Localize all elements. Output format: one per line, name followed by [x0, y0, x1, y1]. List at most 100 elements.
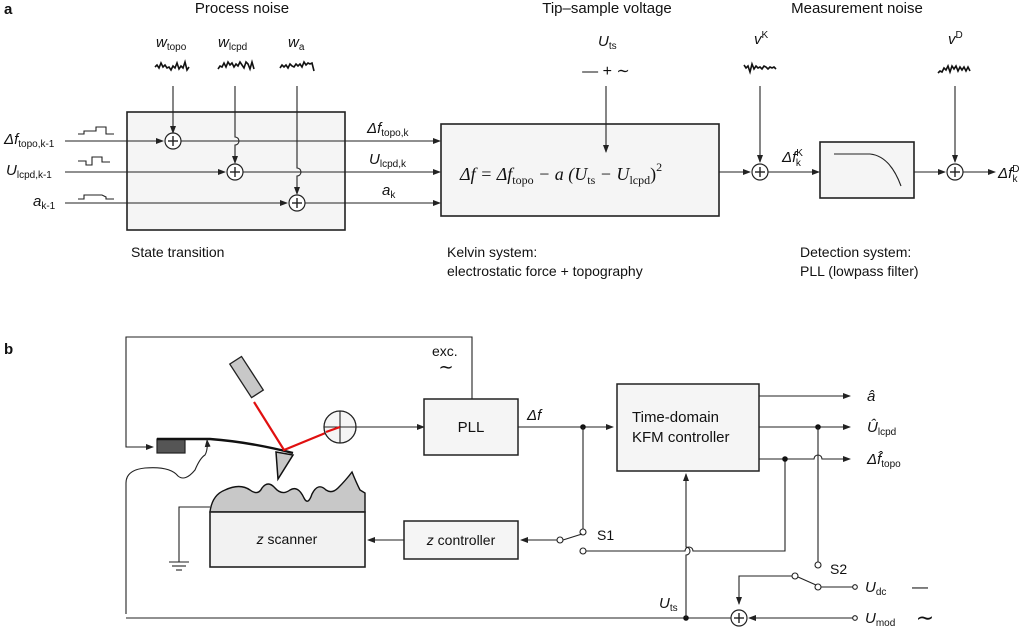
u-dc-terminal[interactable]	[852, 584, 858, 590]
kelvin-system-title: Kelvin system:	[447, 244, 537, 260]
kfm-controller-line2: KFM controller	[632, 429, 730, 446]
kfm-controller-box[interactable]	[616, 383, 760, 472]
detection-system-title: Detection system:	[800, 244, 911, 260]
svg-text:Udc: Udc	[865, 579, 886, 598]
panel-b-label: b	[4, 341, 13, 358]
switch-s2-blade[interactable]	[797, 576, 817, 586]
svg-text:ak: ak	[382, 182, 396, 201]
lowpass-response-icon	[834, 153, 902, 187]
u-mod-label: Umod	[865, 610, 895, 628]
switch-s2-terminal	[814, 561, 822, 569]
svg-text:wa: wa	[288, 34, 305, 53]
svg-text:Uts: Uts	[598, 33, 617, 52]
photodetector-icon	[323, 410, 357, 444]
voltage-label-u-ts: Uts	[598, 33, 617, 52]
noise-label-w-topo: wtopo	[156, 34, 187, 53]
svg-text:Ulcpd,k: Ulcpd,k	[369, 151, 407, 170]
svg-text:Ûlcpd: Ûlcpd	[867, 419, 896, 438]
piezo-actuator	[156, 438, 186, 454]
z-scanner-box	[209, 511, 366, 568]
noise-waveform-icon	[279, 60, 315, 72]
sum-junction	[730, 609, 748, 627]
svg-text:Umod: Umod	[865, 610, 895, 628]
tip-sample-voltage-heading: Tip–sample voltage	[542, 0, 672, 17]
delta-f-label: Δf	[526, 407, 543, 424]
switch-s2-label: S2	[830, 561, 847, 577]
step-waveform-icon	[78, 156, 110, 166]
sum-junction	[164, 132, 182, 150]
sum-junction	[288, 194, 306, 212]
laser-beam	[253, 401, 341, 452]
ac-wave-icon: ∼	[916, 605, 934, 628]
sum-junction	[751, 163, 769, 181]
ground-wire	[178, 506, 210, 562]
svg-text:Ulcpd,k-1: Ulcpd,k-1	[6, 162, 52, 181]
svg-text:wlcpd: wlcpd	[218, 34, 247, 53]
dc-icon: —	[912, 579, 928, 596]
excitation-wave-icon: ∼	[438, 357, 453, 377]
input-a-k-1: ak-1	[33, 193, 56, 212]
svg-text:Δftopo,k: Δftopo,k	[366, 120, 409, 139]
output-delta-f-topo-k: Δftopo,k	[366, 120, 409, 139]
excitation-label: exc.	[432, 343, 458, 359]
kelvin-system-description: electrostatic force + topography	[447, 263, 643, 279]
pll-box[interactable]	[423, 398, 519, 456]
noise-waveform-icon	[937, 63, 971, 75]
output-a-hat: â	[867, 388, 875, 405]
step-waveform-icon	[78, 126, 114, 135]
z-scanner-label: z scanner	[256, 531, 318, 547]
switch-s1-pivot	[556, 536, 564, 544]
switch-s1-terminal	[579, 528, 587, 536]
switch-s2-pivot	[791, 572, 799, 580]
switch-s1-blade[interactable]	[562, 533, 583, 541]
noise-label-v-k: vK	[754, 30, 769, 48]
switch-s1-label: S1	[597, 527, 614, 543]
output-delta-f-topo-hat: Δf̂topo	[866, 451, 901, 470]
bias-wire	[125, 439, 211, 614]
switch-s2-terminal	[814, 583, 822, 591]
ground-icon	[169, 561, 189, 571]
noise-waveform-icon	[217, 59, 255, 72]
kelvin-equation: Δf = Δftopo − a (Uts − Ulcpd)2	[459, 160, 662, 187]
switch-s1-terminal	[579, 547, 587, 555]
sample-surface	[209, 470, 366, 513]
z-controller-box[interactable]	[403, 520, 519, 560]
sum-junction	[946, 163, 964, 181]
output-a-k: ak	[382, 182, 396, 201]
kfm-controller-line1: Time-domain	[632, 409, 719, 426]
svg-text:wtopo: wtopo	[156, 34, 187, 53]
detection-system-description: PLL (lowpass filter)	[800, 263, 919, 279]
noise-waveform-icon	[743, 61, 777, 75]
u-ts-label: Uts	[659, 595, 678, 614]
dc-plus-ac-glyph: — + ∼	[582, 63, 630, 80]
noise-label-w-a: wa	[288, 34, 305, 53]
cantilever-tip	[275, 451, 295, 482]
output-u-lcpd-hat: Ûlcpd	[867, 419, 896, 438]
cantilever	[157, 437, 294, 455]
noise-waveform-icon	[154, 59, 190, 72]
state-transition-caption: State transition	[131, 244, 224, 260]
u-mod-terminal[interactable]	[852, 615, 858, 621]
noise-label-w-lcpd: wlcpd	[218, 34, 247, 53]
step-waveform-icon	[78, 194, 114, 200]
svg-text:vD: vD	[948, 30, 963, 48]
u-dc-label: Udc	[865, 579, 886, 598]
svg-text:Uts: Uts	[659, 595, 678, 614]
svg-text:ak-1: ak-1	[33, 193, 56, 212]
measurement-noise-heading: Measurement noise	[791, 0, 923, 17]
input-u-lcpd-k-1: Ulcpd,k-1	[6, 162, 52, 181]
panel-a-label: a	[4, 1, 13, 18]
svg-text:vK: vK	[754, 30, 769, 48]
input-delta-f-topo-k-1: Δftopo,k-1	[3, 131, 55, 150]
svg-text:Δf̂topo: Δf̂topo	[866, 451, 901, 470]
sum-junction	[226, 163, 244, 181]
lowpass-filter-box	[819, 141, 915, 199]
laser-source	[228, 355, 265, 399]
output-u-lcpd-k: Ulcpd,k	[369, 151, 407, 170]
noise-label-v-d: vD	[948, 30, 963, 48]
